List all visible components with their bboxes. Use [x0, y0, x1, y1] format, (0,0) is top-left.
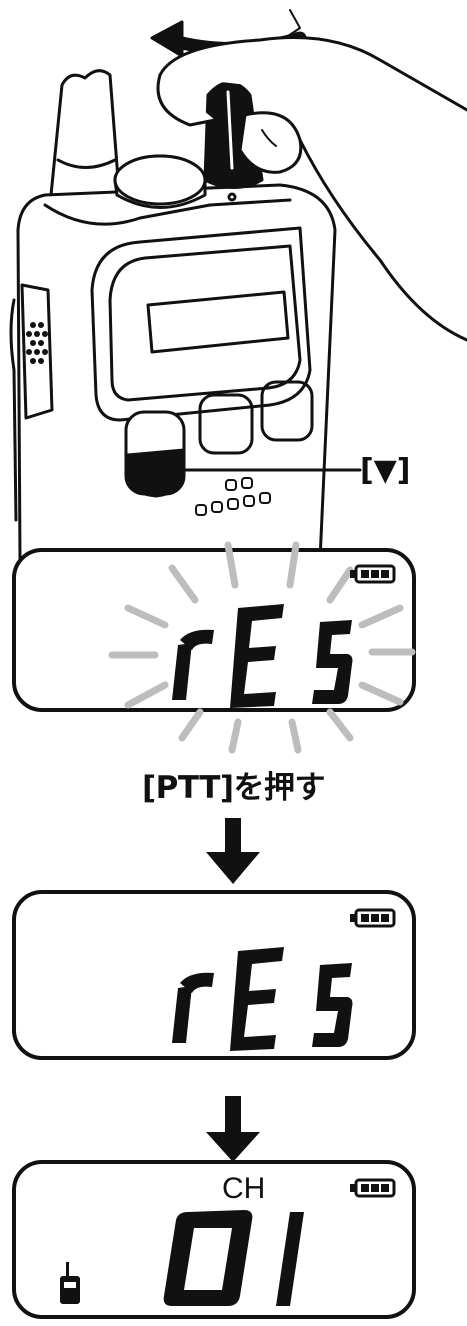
- step-caption: [PTT]を押す: [141, 770, 326, 806]
- lcd-screen-2: [12, 890, 416, 1060]
- radio-illustration: [9, 9, 467, 562]
- channel-digits: [163, 1210, 304, 1306]
- arrow-down-icon: [206, 1096, 260, 1162]
- battery-icon: [350, 564, 396, 584]
- segment-text-res-1: [172, 604, 353, 708]
- down-button-label: [▼]: [360, 453, 411, 488]
- battery-icon: [350, 908, 396, 928]
- channel-indicator: CH: [222, 1172, 265, 1205]
- arrow-down-icon: [206, 818, 260, 884]
- lcd-screen-3: CH: [12, 1160, 416, 1319]
- radio-icon: [60, 1262, 80, 1304]
- segment-text-res-2: [172, 947, 353, 1051]
- lcd-screen-1: [12, 541, 416, 754]
- battery-icon: [350, 1178, 396, 1198]
- blink-rays: [108, 541, 416, 754]
